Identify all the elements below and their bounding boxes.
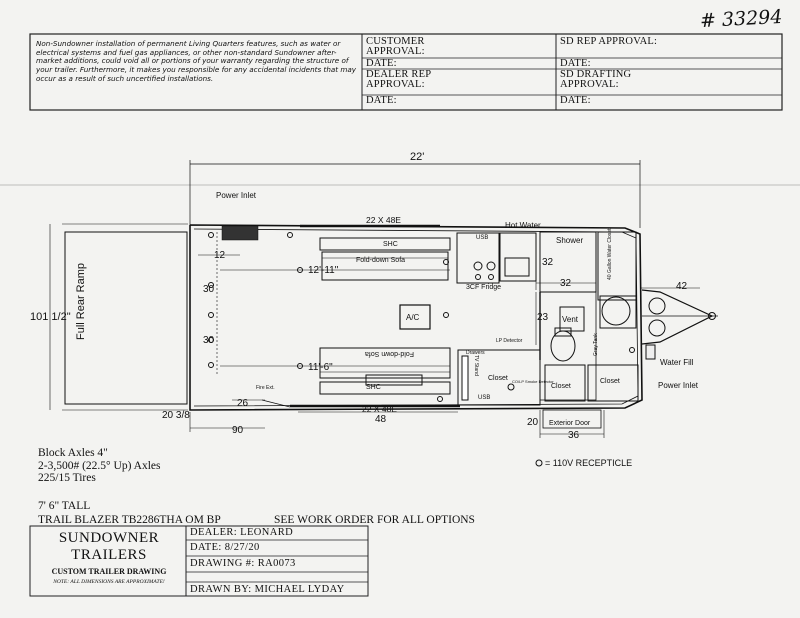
- dim-32b: 32: [560, 278, 572, 289]
- exterior-door-label: Exterior Door: [549, 420, 591, 427]
- receptacle-legend: = 110V RECEPTICLE: [545, 458, 633, 468]
- date-field: DATE: 8/27/20: [190, 542, 260, 553]
- dim-12-11: 12'-11": [308, 265, 339, 276]
- dealer-field: DEALER: LEONARD: [190, 527, 294, 538]
- usb-top-label: USB: [476, 235, 488, 241]
- dim-20: 20: [527, 417, 539, 428]
- axles-note: 2-3,500# (22.5° Up) Axles: [38, 459, 161, 472]
- dim-42: 42: [676, 281, 688, 292]
- closet-gallon-label: 40 Gallon Water Closet: [607, 228, 613, 280]
- customer-approval-label: CUSTOMER APPROVAL:: [366, 36, 425, 57]
- dim-90: 90: [232, 425, 244, 436]
- sd-rep-approval-label: SD REP APPROVAL:: [560, 36, 658, 47]
- drawing-number-field: DRAWING #: RA0073: [190, 558, 296, 569]
- water-fill-label: Water Fill: [660, 358, 694, 367]
- model-note: TRAIL BLAZER TB2286THA OM BP: [38, 514, 221, 526]
- dim-23: 23: [537, 312, 549, 323]
- dim-36: 36: [568, 430, 580, 441]
- drawing-subtitle: CUSTOM TRAILER DRAWING: [51, 567, 167, 576]
- sofa-top-label: Fold-down Sofa: [356, 257, 405, 264]
- shower-label: Shower: [556, 236, 583, 245]
- window-bottom-label: 22 X 48E: [362, 404, 397, 414]
- dim-11-6: 11'-6": [308, 362, 333, 373]
- drawers-label: Drawers: [466, 350, 485, 356]
- closet-1-label: Closet: [488, 375, 508, 382]
- closet-2-label: Closet: [551, 383, 571, 390]
- fridge-label: 3CF Fridge: [466, 284, 501, 291]
- block-axles-note: Block Axles 4": [38, 447, 108, 459]
- dim-12: 12: [214, 250, 226, 261]
- dealer-date-label: DATE:: [366, 95, 397, 106]
- dim-26: 26: [237, 398, 249, 409]
- gray-tank-label: Gray Tank: [593, 333, 599, 356]
- window-top-label: 22 X 48E: [366, 215, 401, 225]
- fire-ext-label: Fire Ext.: [256, 385, 275, 391]
- drawn-by-field: DRAWN BY: MICHAEL LYDAY: [190, 584, 345, 595]
- power-inlet-top-label: Power Inlet: [216, 191, 257, 200]
- dim-48: 48: [375, 414, 387, 425]
- shc-bottom-label: SHC: [366, 384, 381, 391]
- dim-20-3-8: 20 3/8: [162, 410, 190, 421]
- lp-detector-label: LP Detector: [496, 338, 523, 344]
- tires-note: 225/15 Tires: [38, 472, 96, 484]
- height-note: 7' 6" TALL: [38, 500, 91, 512]
- brand-name: SUNDOWNER TRAILERS: [58, 530, 160, 563]
- disclaimer-text: Non-Sundowner installation of permanent …: [36, 39, 357, 83]
- dim-30b: 30: [203, 335, 215, 346]
- shc-top-label: SHC: [383, 241, 398, 248]
- hot-water-label: Hot Water: [505, 221, 541, 230]
- sd-rep-date-label: DATE:: [560, 58, 591, 69]
- rear-width-label: 101 1/2": [30, 311, 71, 323]
- customer-date-label: DATE:: [366, 58, 397, 69]
- closet-3-label: Closet: [600, 378, 620, 385]
- dim-32a: 32: [542, 257, 554, 268]
- power-inlet-front-label: Power Inlet: [658, 381, 699, 390]
- ramp-label: Full Rear Ramp: [75, 263, 87, 340]
- ac-label: A/C: [406, 313, 420, 322]
- sd-drafting-date-label: DATE:: [560, 95, 591, 106]
- see-order-note: SEE WORK ORDER FOR ALL OPTIONS: [274, 514, 475, 526]
- dealer-rep-approval-label: DEALER REP APPROVAL:: [366, 69, 431, 90]
- spec-notes: Block Axles 4" 2-3,500# (22.5° Up) Axles…: [38, 447, 160, 485]
- dimensions-note: NOTE: ALL DIMENSIONS ARE APPROXIMATE!: [53, 579, 165, 585]
- co-detector-label: CO/LP Smoke Detector: [512, 379, 554, 384]
- overall-length-label: 22': [410, 151, 424, 163]
- usb-bottom-label: USB: [478, 395, 490, 401]
- sd-drafting-approval-label: SD DRAFTING APPROVAL:: [560, 69, 632, 90]
- tv-stand-label: TV Stand: [473, 355, 479, 376]
- sofa-bottom-label: Fold-down Sofa: [365, 350, 414, 357]
- vent-label: Vent: [562, 315, 579, 324]
- dim-30a: 30: [203, 284, 215, 295]
